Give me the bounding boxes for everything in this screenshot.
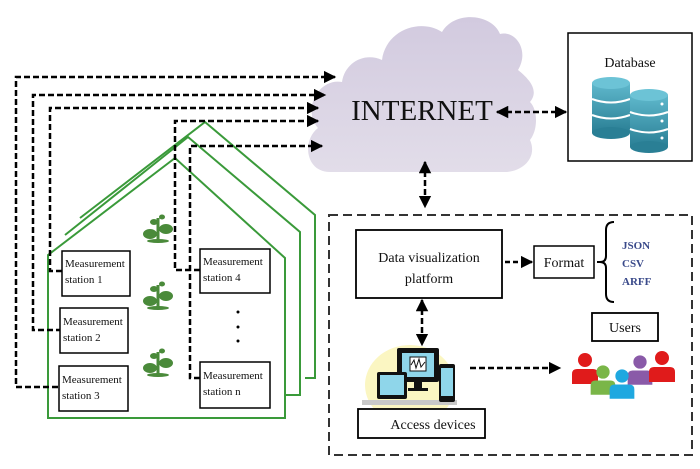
users-group-icon xyxy=(572,351,675,399)
station-2-link xyxy=(31,88,327,332)
format-box: Format xyxy=(533,245,595,279)
format-list: JSON CSV ARFF xyxy=(622,240,652,288)
database-box: Database xyxy=(567,32,693,162)
data-visualization-platform: Data visualization platform xyxy=(355,229,503,299)
station-connections xyxy=(14,70,337,389)
station-1-link xyxy=(48,101,320,273)
database-label: Database xyxy=(604,56,655,71)
database-icon xyxy=(591,77,669,153)
station-4-link xyxy=(173,114,320,272)
measurement-station-2: Measurement station 2 xyxy=(59,307,129,354)
plant-icon xyxy=(143,214,173,243)
station-label-line2: station 4 xyxy=(203,272,241,284)
station-label-line2: station 3 xyxy=(62,390,100,402)
user-figure xyxy=(609,369,635,399)
platform-label-line2: platform xyxy=(405,272,453,287)
cloud-shape xyxy=(308,17,536,173)
station-n-link xyxy=(188,139,324,380)
platform-area xyxy=(328,214,693,456)
station-label-line1: Measurement xyxy=(62,374,122,386)
station-label-line1: Measurement xyxy=(63,316,123,328)
measurement-station-1: Measurement station 1 xyxy=(61,250,131,297)
users-label: Users xyxy=(609,321,641,336)
format-json: JSON xyxy=(622,240,650,252)
access-devices-icon xyxy=(362,345,457,425)
station-label-line1: Measurement xyxy=(65,258,125,270)
station-label-line2: station 1 xyxy=(65,274,103,286)
format-label: Format xyxy=(544,256,585,271)
station-label-line1: Measurement xyxy=(203,370,263,382)
station-label-line2: station 2 xyxy=(63,332,101,344)
station-label-line1: Measurement xyxy=(203,256,263,268)
measurement-station-n: Measurement station n xyxy=(199,361,271,409)
measurement-station-3: Measurement station 3 xyxy=(58,365,129,412)
station-label-line2: station n xyxy=(203,386,241,398)
format-csv: CSV xyxy=(622,258,644,270)
platform-label-line1: Data visualization xyxy=(378,251,479,266)
plant-icon xyxy=(143,348,173,377)
measurement-station-4: Measurement station 4 xyxy=(199,248,271,294)
internet-label: INTERNET xyxy=(351,95,493,127)
plants xyxy=(143,214,173,377)
user-figure xyxy=(590,365,616,395)
access-devices-label: Access devices xyxy=(390,418,475,433)
internet-cloud: INTERNET xyxy=(308,17,536,173)
user-figure xyxy=(572,353,598,384)
access-devices-box: Access devices xyxy=(357,408,486,439)
station-3-link xyxy=(14,70,337,389)
users-box: Users xyxy=(591,312,659,342)
format-arff: ARFF xyxy=(622,276,652,288)
user-figure xyxy=(627,355,653,385)
user-figure xyxy=(649,351,675,382)
plant-icon xyxy=(143,281,173,310)
station-ellipsis xyxy=(236,310,240,343)
